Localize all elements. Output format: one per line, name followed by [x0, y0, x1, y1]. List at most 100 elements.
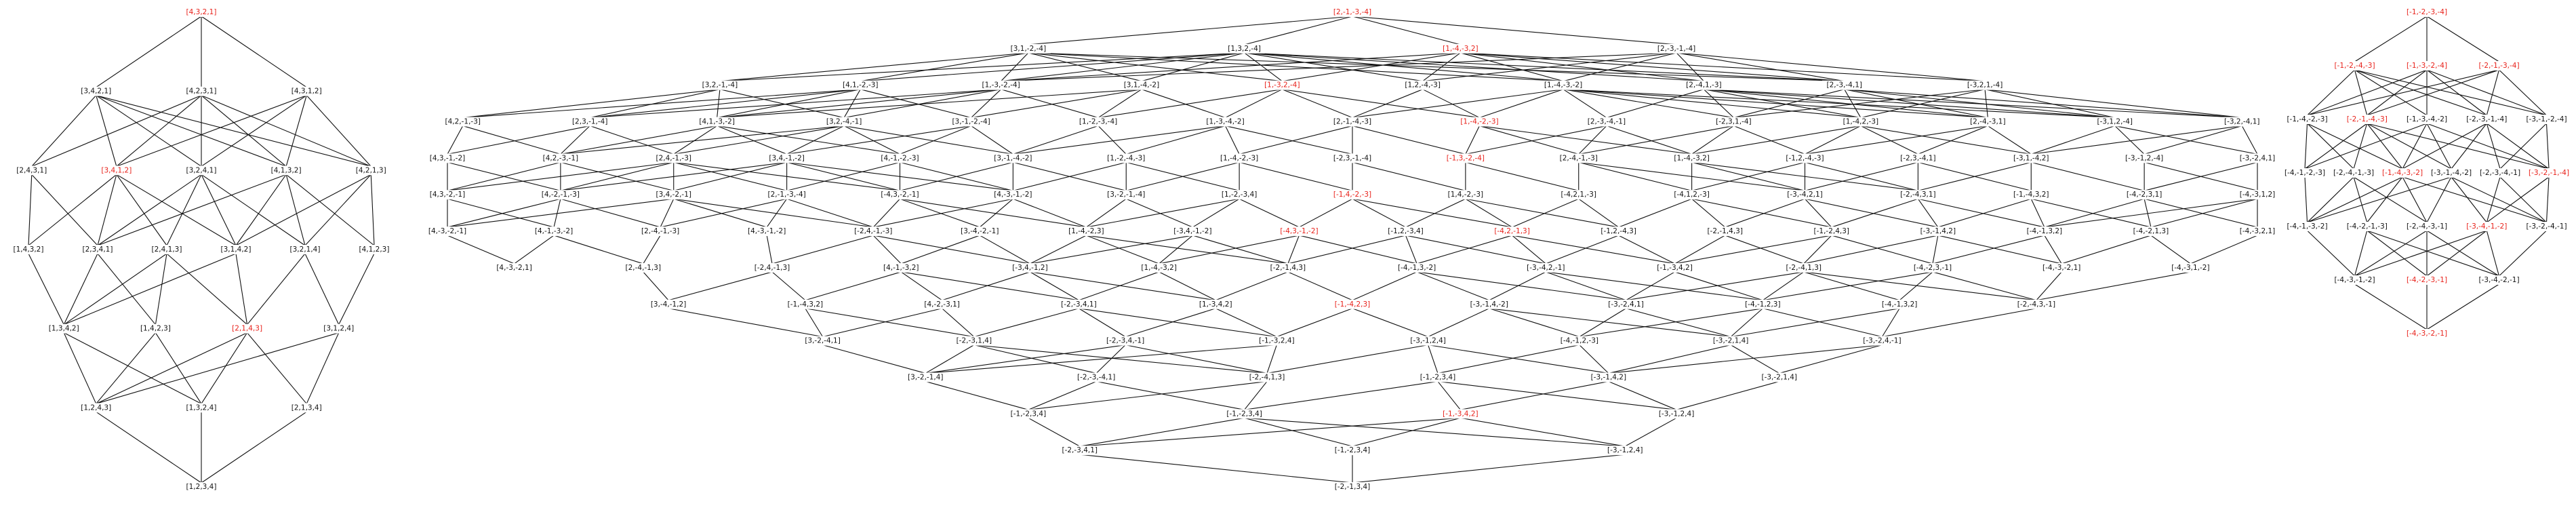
cover-edge — [2367, 123, 2403, 170]
cover-edge — [942, 271, 1030, 301]
node-label-background — [286, 245, 324, 254]
cover-edge — [786, 198, 874, 228]
cover-edge — [1489, 271, 1546, 301]
cover-edge — [1608, 344, 1731, 374]
highlighted-permutation-node: [-1,-2,-4,-3] — [2334, 62, 2375, 70]
node-label-background — [1711, 117, 1756, 127]
cover-edge — [116, 174, 167, 246]
permutation-node: [-2,-3,4,-1] — [1106, 337, 1144, 345]
node-label-background — [2129, 227, 2173, 237]
cover-edge — [560, 198, 661, 228]
node-label-background — [2022, 227, 2067, 237]
node-label-background — [2376, 168, 2429, 178]
cover-edge — [1563, 52, 1677, 82]
highlighted-permutation-node: [-1,-4,-3,-2] — [2382, 169, 2423, 177]
cover-edge — [925, 344, 1277, 374]
node-label-background — [182, 403, 220, 413]
node-label-background — [2219, 117, 2265, 127]
node-label-background — [2037, 262, 2086, 273]
permutation-node: [-1,-2,3,4] — [1420, 373, 1456, 381]
cover-edge — [1437, 381, 1461, 410]
cover-edge — [1563, 89, 1734, 119]
cover-edge — [63, 332, 202, 404]
node-label-background — [1195, 299, 1236, 309]
highlighted-permutation-node: [1,-4,-2,-3] — [1460, 118, 1498, 126]
cover-edge — [771, 271, 806, 301]
cover-edge — [786, 125, 971, 155]
cover-edge — [1546, 271, 1763, 301]
cover-edge — [1159, 235, 1193, 264]
cover-edge — [1882, 308, 2037, 338]
cover-edge — [201, 95, 287, 167]
cover-edge — [31, 95, 202, 167]
permutation-node: [-3,-4,2,1] — [1787, 191, 1823, 199]
highlighted-permutation-node: [-1,-3,-2,-4] — [2407, 62, 2447, 70]
permutation-node: [-2,4,-1,-3] — [854, 227, 892, 235]
node-label-background — [137, 323, 174, 334]
permutation-node: [4,-1,-3,-2] — [535, 227, 573, 235]
node-label-background — [423, 227, 472, 237]
cover-edge — [1691, 198, 1832, 228]
cover-edge — [717, 89, 1142, 119]
cover-edge — [1563, 89, 1988, 119]
permutation-node: [2,4,1,3] — [152, 245, 182, 254]
node-label-background — [1222, 409, 1267, 419]
cover-edge — [717, 89, 1001, 119]
cover-edge — [1079, 308, 1126, 338]
permutation-node: [2,-1,-3,-4] — [767, 191, 805, 199]
node-label-background — [875, 153, 925, 163]
node-label-background — [353, 165, 390, 176]
cover-edge — [1244, 52, 1845, 82]
node-label-background — [2460, 222, 2513, 231]
cover-edge — [1352, 271, 1417, 301]
node-label-background — [1006, 43, 1051, 54]
cover-edge — [1225, 89, 1283, 119]
cover-edge — [1803, 271, 1900, 301]
cover-edge — [1028, 380, 1268, 410]
node-label-background — [919, 299, 965, 309]
node-label-background — [903, 372, 948, 382]
cover-edge — [1730, 308, 1763, 338]
cover-edge — [2499, 69, 2547, 116]
cover-edge — [1860, 89, 1986, 119]
cover-edge — [1917, 198, 1939, 228]
node-label-background — [2009, 153, 2054, 163]
cover-edge — [843, 125, 900, 155]
permutation-node: [-3,-2,4,-1] — [1863, 337, 1901, 345]
cover-edge — [1489, 308, 1731, 338]
node-label-background — [1101, 336, 1150, 346]
cover-edge — [2354, 230, 2368, 277]
permutation-node: [4,-3,-1,-2] — [748, 227, 786, 235]
permutation-node: [-4,-1,3,2] — [2027, 227, 2063, 235]
cover-edge — [925, 344, 1126, 374]
cover-edge — [872, 235, 902, 264]
cover-edge — [1704, 89, 2242, 119]
cover-edge — [1299, 235, 1417, 264]
node-label-background — [2120, 153, 2169, 163]
node-label-background — [849, 227, 898, 237]
cover-edge — [1674, 271, 1763, 301]
cover-edge — [2354, 69, 2547, 116]
cover-edge — [1159, 235, 1300, 264]
highlighted-permutation-node: [-1,-4,2,3] — [1335, 300, 1371, 309]
permutation-node: [3,-4,-1,2] — [651, 300, 687, 309]
node-label-background — [355, 245, 393, 254]
cover-edge — [2044, 198, 2258, 228]
node-label-background — [1895, 190, 1941, 200]
permutation-node: [2,4,3,1] — [16, 166, 47, 174]
node-label-background — [1245, 372, 1289, 382]
cover-edge — [1244, 52, 1564, 82]
node-label-background — [1438, 409, 1483, 419]
node-label-background — [1838, 117, 1883, 127]
permutation-node: [3,-1,-2,-4] — [952, 118, 990, 126]
cover-edge — [1460, 380, 1609, 410]
permutation-node: [-3,-1,-2,-4] — [2526, 115, 2567, 123]
cover-edge — [1733, 89, 1986, 119]
cover-edge — [1988, 125, 2032, 155]
cover-edge — [285, 174, 306, 246]
node-label-background — [2009, 190, 2054, 200]
cover-edge — [2426, 69, 2547, 116]
cover-edge — [668, 271, 773, 301]
node-label-background — [2092, 117, 2137, 127]
cover-edge — [155, 332, 202, 404]
